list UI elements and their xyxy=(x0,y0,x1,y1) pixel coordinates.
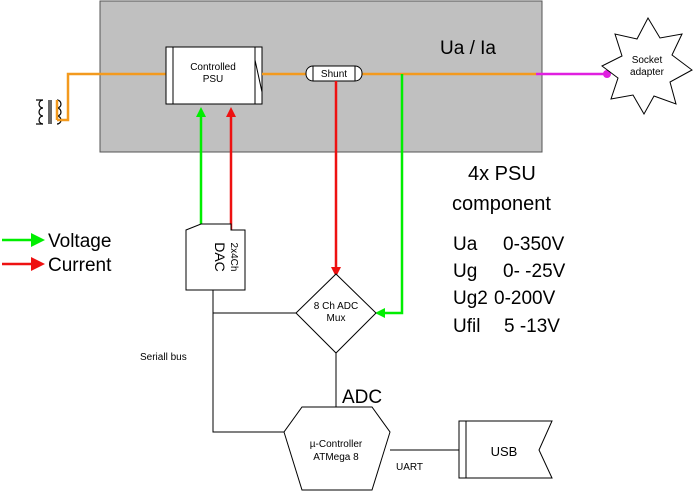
socket-adapter: Socket adapter xyxy=(601,16,693,116)
shunt-label: Shunt xyxy=(321,69,347,80)
component-title-line1: 4x PSU xyxy=(468,163,536,185)
spec-range: 0-350V xyxy=(503,234,565,255)
component-title-line2: component xyxy=(452,193,551,215)
spec-range: 0-200V xyxy=(494,288,556,309)
usb-label: USB xyxy=(491,444,518,459)
spec-range: 0- -25V xyxy=(503,261,566,282)
adc-mux-label-line2: Mux xyxy=(327,313,346,324)
adc-mux-block: 8 Ch ADC Mux xyxy=(295,273,377,354)
socket-label-line2: adapter xyxy=(630,67,665,78)
mcu-label-line1: µ-Controller xyxy=(310,439,363,450)
psu-label-line2: PSU xyxy=(203,74,224,85)
spec-name: Ug xyxy=(453,261,477,282)
dac-label: DAC xyxy=(212,242,228,272)
legend-voltage-label: Voltage xyxy=(48,231,111,252)
psu-label-line1: Controlled xyxy=(190,62,236,73)
serial-bus-line xyxy=(212,290,284,433)
voltage-sense-line xyxy=(375,74,404,318)
adc-mux-label-line1: 8 Ch ADC xyxy=(314,301,358,312)
dac-block: DAC 2x4Ch xyxy=(185,223,246,291)
spec-name: Ug2 xyxy=(453,288,488,309)
spec-list: Ua 0-350V Ug 0- -25V Ug2 0-200V Ufil 5 -… xyxy=(453,234,566,337)
output-node xyxy=(603,70,611,78)
uart-label: UART xyxy=(396,462,423,473)
controlled-psu-block: Controlled PSU xyxy=(165,46,263,105)
spec-name: Ua xyxy=(453,234,478,255)
adc-label: ADC xyxy=(342,387,382,408)
mcu-label-line2: ATMega 8 xyxy=(313,452,359,463)
power-line-input xyxy=(55,72,166,122)
spec-range: 5 -13V xyxy=(504,316,560,337)
usb-block: USB xyxy=(458,420,553,479)
rail-label: Ua / Ia xyxy=(440,38,496,59)
socket-label-line1: Socket xyxy=(632,55,663,66)
legend-current-label: Current xyxy=(48,255,112,276)
legend: Voltage Current xyxy=(2,231,112,276)
spec-name: Ufil xyxy=(453,316,480,337)
dac-sublabel: 2x4Ch xyxy=(228,243,239,272)
mcu-block: µ-Controller ATMega 8 xyxy=(283,406,391,491)
shunt-block: Shunt xyxy=(305,65,363,82)
serial-bus-label: Seriall bus xyxy=(140,352,187,363)
